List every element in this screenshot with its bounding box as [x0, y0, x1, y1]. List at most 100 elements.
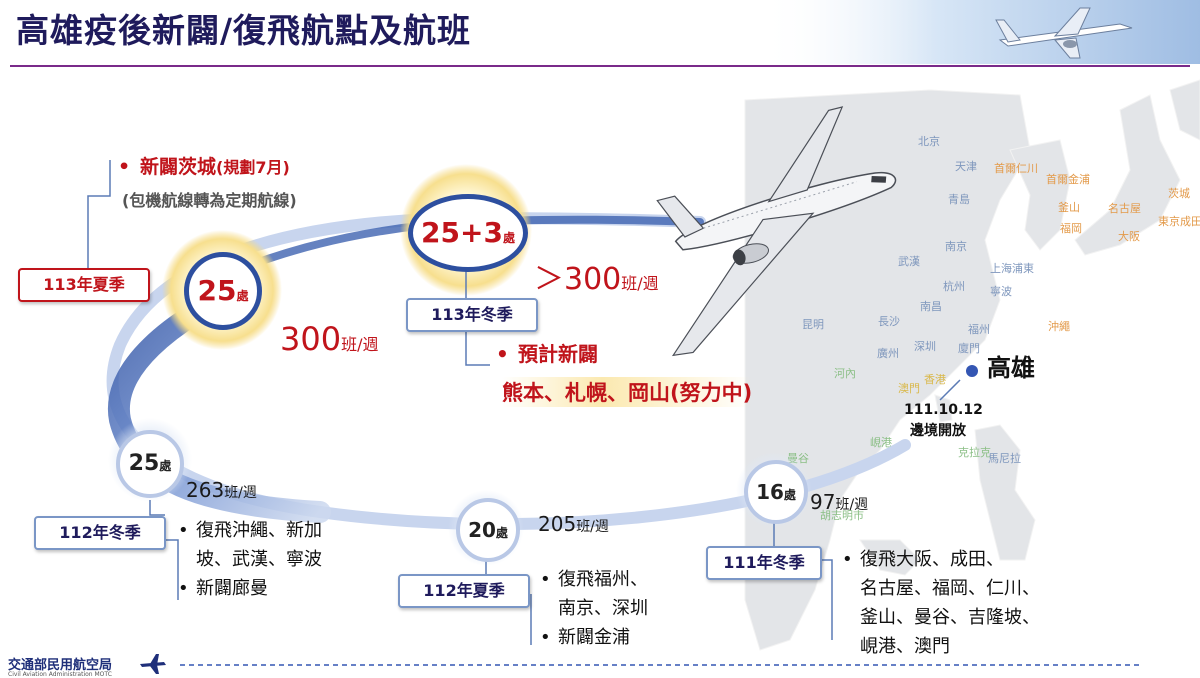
points-unit: 處	[236, 289, 249, 303]
svg-text:馬尼拉: 馬尼拉	[988, 451, 1021, 465]
rate-value: 300	[280, 320, 342, 358]
svg-text:胡志明市: 胡志明市	[820, 508, 864, 522]
page-title: 高雄疫後新闢/復飛航點及航班	[16, 11, 472, 50]
points-value: 25	[197, 274, 237, 307]
svg-text:釜山: 釜山	[1058, 200, 1080, 214]
svg-text:大阪: 大阪	[1118, 229, 1140, 243]
list-item: (包機航線轉為定期航線)	[122, 191, 297, 210]
origin-dot	[966, 365, 978, 377]
rate-112-summer: 205班/週	[538, 512, 609, 536]
node-111-winter: 16處	[744, 460, 808, 524]
svg-text:廈門: 廈門	[958, 341, 980, 355]
map-city-labels: 北京 天津 青島 南京 上海浦東 杭州 寧波 武漢 長沙 南昌 福州 廈門 深圳…	[787, 134, 1200, 522]
svg-text:香港: 香港	[924, 373, 946, 386]
list-item: 釜山、曼谷、吉隆坡、	[860, 607, 1040, 628]
rate-111-winter: 97班/週	[810, 490, 868, 514]
connector-lines	[87, 160, 833, 645]
svg-text:昆明: 昆明	[802, 318, 824, 331]
svg-text:青島: 青島	[948, 192, 970, 206]
rate-value: 263	[186, 478, 225, 502]
svg-text:深圳: 深圳	[914, 340, 936, 353]
season-112-summer: 112年夏季	[398, 574, 530, 608]
season-112-winter: 112年冬季	[34, 516, 166, 550]
bullets-113-winter: •預計新闢 熊本、札幌、岡山(努力中)	[496, 338, 753, 407]
svg-text:河內: 河內	[834, 367, 856, 380]
list-item: 坡、武漢、寧波	[196, 549, 322, 570]
season-113-winter: 113年冬季	[406, 298, 538, 332]
rate-unit: 班/週	[576, 519, 609, 535]
rate-113-summer: 300班/週	[280, 320, 378, 358]
list-item: 名古屋、福岡、仁川、	[860, 578, 1040, 599]
points-value: 16	[756, 480, 784, 504]
points-value: 20	[468, 518, 496, 542]
rate-unit: 班/週	[835, 497, 869, 513]
bullets-113-summer: •新闢茨城(規劃7月) (包機航線轉為定期航線)	[118, 152, 297, 211]
airplane-icon	[656, 106, 897, 357]
list-item: •復飛大阪、成田、	[842, 549, 1004, 570]
svg-text:福州: 福州	[968, 322, 990, 336]
points-unit: 處	[495, 526, 508, 540]
points-unit: 處	[502, 231, 515, 245]
svg-text:茨城: 茨城	[1168, 186, 1190, 200]
bullets-112-summer: •復飛福州、 南京、深圳 •新闢金浦	[540, 565, 648, 652]
header-sky	[760, 0, 1200, 64]
svg-text:克拉克: 克拉克	[958, 445, 991, 459]
list-item: 南京、深圳	[558, 598, 648, 619]
rate-value: 205	[538, 512, 577, 536]
rate-unit: 班/週	[621, 274, 659, 293]
border-open-text: 邊境開放	[910, 423, 966, 439]
svg-text:名古屋: 名古屋	[1108, 201, 1141, 215]
origin-label: 高雄	[987, 354, 1035, 382]
svg-text:長沙: 長沙	[878, 315, 900, 328]
svg-text:南京: 南京	[945, 239, 967, 253]
rate-112-winter: 263班/週	[186, 478, 257, 502]
svg-text:上海浦東: 上海浦東	[990, 261, 1034, 275]
list-item: •新闢茨城(規劃7月)	[118, 156, 290, 178]
east-asia-map	[744, 79, 1200, 651]
svg-text:廣州: 廣州	[877, 346, 899, 360]
node-112-summer: 20處	[456, 498, 520, 562]
svg-text:東京成田: 東京成田	[1158, 214, 1200, 228]
rate-value: ＞300	[534, 262, 622, 297]
season-113-summer: 113年夏季	[18, 268, 150, 302]
points-value: 25	[128, 451, 160, 476]
points-value: 25+3	[421, 216, 503, 249]
season-111-winter: 111年冬季	[706, 546, 822, 580]
footer-agency-en: Civil Aviation Administration MOTC	[8, 671, 112, 678]
bullets-112-winter: •復飛沖繩、新加 坡、武漢、寧波 •新闢廊曼	[178, 516, 322, 603]
node-113-winter: 25+3處	[408, 194, 528, 272]
footer-plane-icon	[140, 654, 166, 674]
rate-unit: 班/週	[224, 485, 257, 501]
rate-113-winter: ＞300班/週	[534, 254, 659, 298]
points-unit: 處	[783, 488, 796, 502]
border-open-date: 111.10.12	[904, 402, 983, 418]
list-item: •復飛沖繩、新加	[178, 520, 322, 541]
rate-value: 97	[810, 490, 836, 514]
rate-unit: 班/週	[341, 335, 379, 354]
footer-agency: 交通部民用航空局	[8, 658, 113, 673]
bullets-111-winter: •復飛大阪、成田、 名古屋、福岡、仁川、 釜山、曼谷、吉隆坡、 峴港、澳門	[842, 545, 1040, 661]
header-plane-icon	[995, 7, 1133, 59]
node-113-summer: 25處	[184, 252, 262, 330]
svg-text:南昌: 南昌	[920, 300, 942, 313]
svg-text:杭州: 杭州	[943, 279, 965, 293]
svg-text:天津: 天津	[955, 160, 977, 173]
svg-text:寧波: 寧波	[990, 284, 1012, 298]
svg-text:武漢: 武漢	[898, 255, 920, 268]
svg-text:首爾仁川: 首爾仁川	[994, 161, 1038, 175]
list-item: •復飛福州、	[540, 569, 648, 590]
list-item: 峴港、澳門	[860, 636, 950, 657]
svg-text:沖繩: 沖繩	[1048, 319, 1070, 333]
node-112-winter: 25處	[116, 430, 184, 498]
svg-text:峴港: 峴港	[870, 436, 892, 449]
list-item: •新闢廊曼	[178, 578, 268, 599]
points-unit: 處	[159, 459, 172, 473]
list-item: 熊本、札幌、岡山(努力中)	[502, 377, 753, 407]
list-item: •預計新闢	[496, 342, 598, 366]
svg-text:北京: 北京	[918, 134, 940, 148]
svg-text:福岡: 福岡	[1060, 221, 1082, 235]
list-item: •新闢金浦	[540, 627, 630, 648]
svg-text:澳門: 澳門	[898, 382, 920, 395]
svg-text:首爾金浦: 首爾金浦	[1046, 172, 1090, 186]
